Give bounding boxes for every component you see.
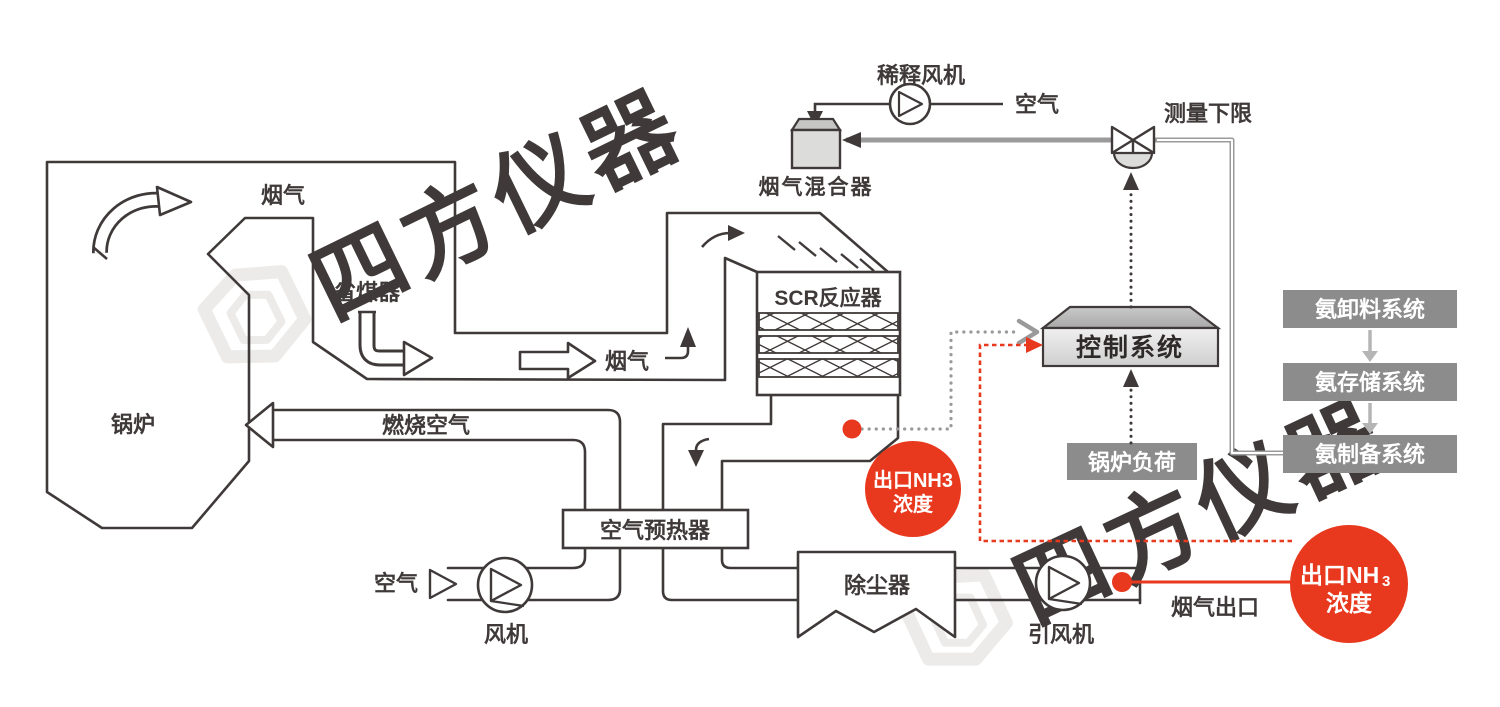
flue-gas-outlet-label: 烟气出口 [1171, 595, 1259, 620]
scr-reactor: SCR反应器 [755, 270, 902, 397]
forced-draft-fan-symbol [476, 556, 534, 614]
dilution-fan-symbol [888, 82, 932, 126]
ammonia-injection-hatches [777, 235, 875, 272]
scr-outlet-sample-point [842, 419, 862, 439]
combustion-air-label: 燃烧空气 [382, 413, 470, 438]
stack-outlet-nh3-line2: 浓度 [1326, 590, 1373, 616]
signal-scr-nh3-to-control [860, 318, 1040, 431]
stack-outlet-nh3-badge: 出口NH 3 浓度 [1290, 525, 1408, 643]
induced-draft-fan-label: 引风机 [1028, 622, 1094, 647]
ammonia-chain-arrow-2 [1362, 403, 1378, 434]
air-preheater: 空气预热器 [561, 508, 750, 550]
flue-gas-top-label: 烟气 [261, 183, 305, 208]
signal-stack-nh3-to-control [978, 337, 1292, 543]
stack-outlet-nh3-line1: 出口NH [1300, 562, 1379, 588]
flue-duct-to-dust-collector-outer [661, 546, 800, 602]
induced-draft-fan-symbol [1034, 554, 1092, 612]
combustion-air-duct-top [271, 408, 622, 512]
combustion-air-duct-bottom [271, 438, 587, 512]
flue-gas-mid-label: 烟气 [605, 349, 649, 374]
flue-gas-mixer [789, 117, 843, 170]
scr-reactor-label: SCR反应器 [774, 286, 882, 310]
dust-collector: 除尘器 [796, 550, 957, 639]
air-bottom-label: 空气 [374, 571, 418, 596]
boiler-label: 锅炉 [111, 412, 155, 437]
boiler-flow-curved-arrow [92, 185, 193, 260]
boiler-load-label: 锅炉负荷 [1088, 450, 1176, 475]
ammonia-storage-box: 氨存储系统 [1283, 363, 1457, 401]
dust-collector-label: 除尘器 [844, 573, 911, 598]
ammonia-unloading-box: 氨卸料系统 [1283, 290, 1457, 328]
flue-up-arrow [665, 327, 696, 360]
boiler-load-box: 锅炉负荷 [1067, 443, 1197, 480]
air-top-label: 空气 [1015, 92, 1059, 117]
flue-gas-mid-arrow [518, 341, 597, 380]
control-system-label: 控制系统 [1076, 333, 1184, 362]
control-valve [1110, 125, 1156, 170]
ammonia-unloading-label: 氨卸料系统 [1315, 297, 1425, 322]
air-preheater-label: 空气预热器 [600, 518, 711, 543]
signal-boiler-load-to-control [1123, 369, 1139, 445]
watermark-top: 四方仪器 [197, 72, 701, 364]
measure-lower-limit-label: 测量下限 [1164, 101, 1252, 126]
flue-down-arrow-preheater [688, 437, 710, 467]
ammonia-storage-label: 氨存储系统 [1315, 370, 1425, 395]
signal-control-to-valve [1123, 172, 1139, 309]
scr-outlet-nh3-line2: 浓度 [893, 492, 934, 516]
stack-outlet-sample-point [1112, 572, 1132, 592]
pipe-arrowhead-into-mixer [842, 132, 861, 148]
air-duct-fan-to-preheater-top [446, 546, 587, 570]
ammonia-chain-arrow-1 [1362, 330, 1378, 362]
ammonia-pipes [846, 137, 1283, 456]
ammonia-preparation-box: 氨制备系统 [1283, 435, 1457, 473]
scr-outlet-duct-inner [661, 393, 773, 512]
boiler-and-flue-duct-outline [45, 160, 890, 530]
air-inlet-arrow [428, 568, 458, 600]
scr-outlet-duct-outer [720, 393, 900, 512]
air-duct-fan-to-preheater-bottom [446, 546, 622, 602]
scr-inlet-curved-arrow [701, 225, 745, 248]
combustion-air-arrow-tip [244, 401, 275, 449]
scr-outlet-nh3-badge: 出口NH3 浓度 [865, 441, 961, 537]
flue-duct-to-dust-collector-inner [720, 546, 800, 570]
economizer-flow-arrow [358, 310, 434, 377]
dilution-fan-label: 稀释风机 [877, 63, 965, 88]
economizer-label: 省煤器 [333, 280, 401, 305]
ammonia-preparation-label: 氨制备系统 [1315, 442, 1425, 467]
fan-label: 风机 [484, 622, 528, 647]
scr-outlet-nh3-line1: 出口NH3 [873, 469, 953, 492]
scr-catalyst-layers [758, 312, 899, 378]
stack-outlet-nh3-sub3: 3 [1382, 573, 1390, 590]
dilution-air-line [813, 102, 1003, 112]
flue-gas-mixer-label: 烟气混合器 [759, 175, 874, 199]
control-system: 控制系统 [1039, 305, 1222, 368]
